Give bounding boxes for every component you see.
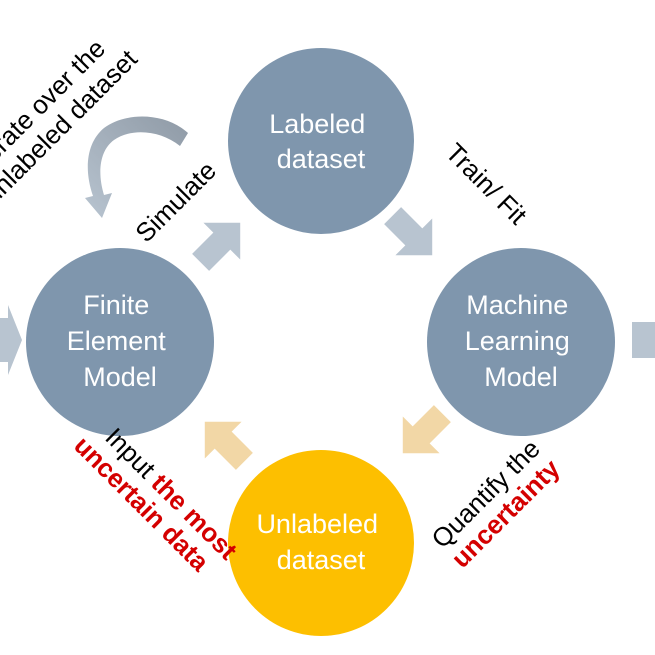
unlabeled-dataset-line-2: dataset	[277, 545, 366, 575]
fem-line-3: Model	[83, 362, 157, 392]
ml-model-line-1: Machine	[466, 290, 568, 320]
fem-line-2: Element	[67, 326, 167, 356]
machine-learning-model-circle	[427, 248, 615, 436]
arrow-unlabeled-to-fem	[204, 421, 253, 470]
simulate-label: Simulate	[129, 155, 222, 248]
train-fit-label: Train/ Fit	[440, 137, 534, 231]
left-edge-arrow	[0, 305, 22, 375]
labeled-dataset-line-2: dataset	[277, 144, 366, 174]
unlabeled-dataset-line-1: Unlabeled	[256, 509, 378, 539]
node-labeled-dataset: Labeled dataset	[228, 48, 414, 234]
right-edge-arrow	[632, 322, 655, 358]
iterate-loop-arrow	[85, 116, 188, 218]
svg-text:Machine Learning M: Machine Learning Model	[465, 290, 578, 392]
svg-text:Unlabeled dataset: Unlabeled dataset	[256, 509, 385, 575]
ml-model-line-2: Learning	[465, 326, 570, 356]
ml-model-line-3: Model	[484, 362, 558, 392]
iterate-label: Iterate over the unlabeled dataset	[0, 33, 144, 210]
finite-element-model-circle	[26, 248, 214, 436]
svg-text:Labeled dataset: Labeled dataset	[269, 109, 373, 174]
labeled-dataset-line-1: Labeled	[269, 109, 365, 139]
node-machine-learning-model: Machine Learning Model	[427, 248, 615, 436]
svg-text:Finite Element Mod: Finite Element Model	[67, 290, 174, 392]
fem-line-1: Finite	[83, 290, 149, 320]
quantify-uncertainty-label: Quantify the uncertainty	[425, 433, 566, 573]
arrow-fem-to-labeled	[192, 222, 241, 271]
arrow-labeled-to-ml	[384, 207, 433, 256]
node-finite-element-model: Finite Element Model	[26, 248, 214, 436]
arrow-ml-to-unlabeled	[402, 405, 451, 454]
node-unlabeled-dataset: Unlabeled dataset	[228, 450, 414, 636]
unlabeled-dataset-circle	[228, 450, 414, 636]
labeled-dataset-circle	[228, 48, 414, 234]
